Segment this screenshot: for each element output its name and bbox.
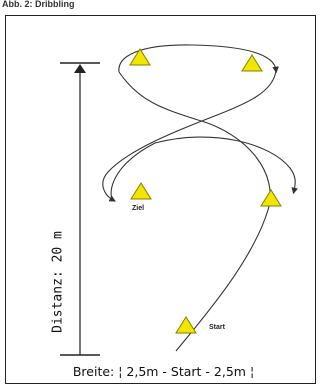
cones: [129, 48, 282, 334]
ziel-label: Ziel: [132, 205, 144, 212]
path-top-loop: [118, 44, 279, 74]
cone-top-right-icon: [241, 54, 263, 72]
cone-ziel-icon: [130, 182, 152, 200]
figure-caption: Abb. 2: Dribbling: [2, 0, 75, 9]
cone-top-left-icon: [129, 48, 151, 66]
path-top-right-to-left: [102, 69, 277, 202]
cone-right-icon: [260, 189, 282, 207]
distance-indicator: [60, 62, 100, 356]
cone-start-icon: [175, 316, 197, 334]
distance-arrow-up-icon: [74, 64, 86, 73]
diagram-frame: [5, 15, 316, 384]
dribbling-path: [102, 44, 298, 352]
width-label: Breite: ¦ 2,5m - Start - 2,5m ¦: [72, 364, 255, 379]
path-start-to-top-right: [118, 71, 271, 352]
distance-label: Distanz: 20 m: [50, 231, 66, 333]
path-left-to-right: [110, 136, 298, 200]
start-label: Start: [209, 324, 226, 331]
